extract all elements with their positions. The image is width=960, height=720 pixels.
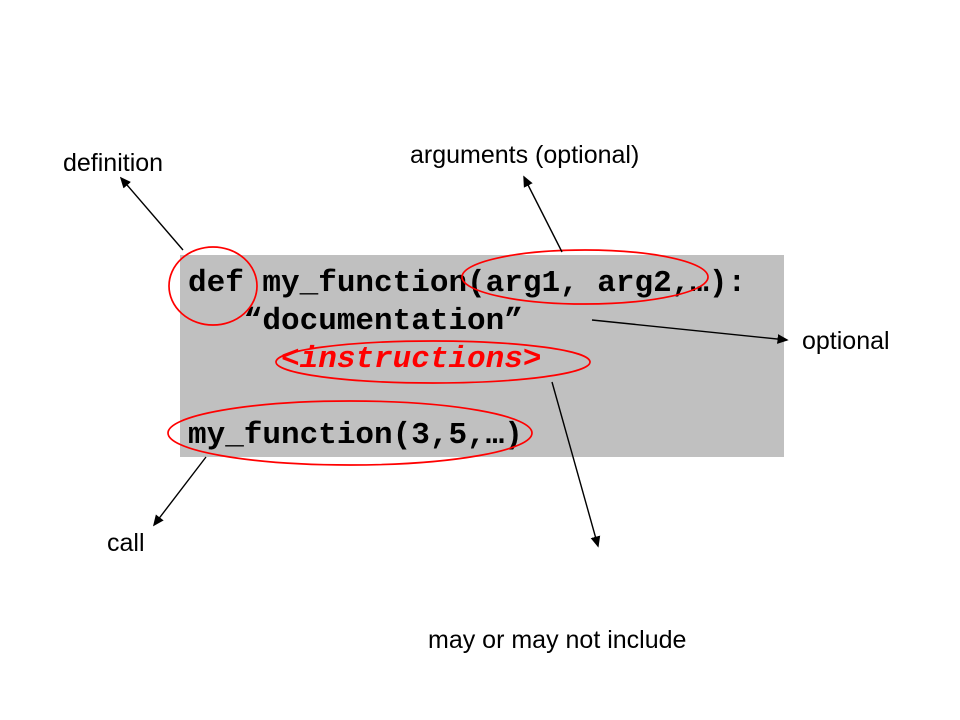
optional-label: optional <box>802 327 890 355</box>
code-line-call: my_function(3,5,…) <box>188 418 523 453</box>
code-line-docstring: “documentation” <box>188 304 523 339</box>
definition-label: definition <box>63 149 164 177</box>
arguments-label: arguments (optional) <box>410 141 640 169</box>
return-note-line1: may or may not include <box>428 626 687 654</box>
arrow-to-definition-label <box>119 176 184 251</box>
return-note-label: may or may not include a return statemen… <box>428 565 686 720</box>
code-line-instructions: <instructions> <box>188 342 542 377</box>
arrow-to-call-label <box>152 456 207 527</box>
code-line-def: def my_function(arg1, arg2,…): <box>188 266 747 301</box>
arrow-to-arguments-label <box>523 175 563 253</box>
return-note-line2-prefix: a <box>428 716 449 720</box>
return-note-line2: a return statement <box>428 715 686 720</box>
call-label: call <box>107 529 145 557</box>
return-note-line2-suffix: statement <box>535 716 652 720</box>
code-box: def my_function(arg1, arg2,…): “document… <box>180 255 784 457</box>
code-line-blank <box>188 379 784 417</box>
